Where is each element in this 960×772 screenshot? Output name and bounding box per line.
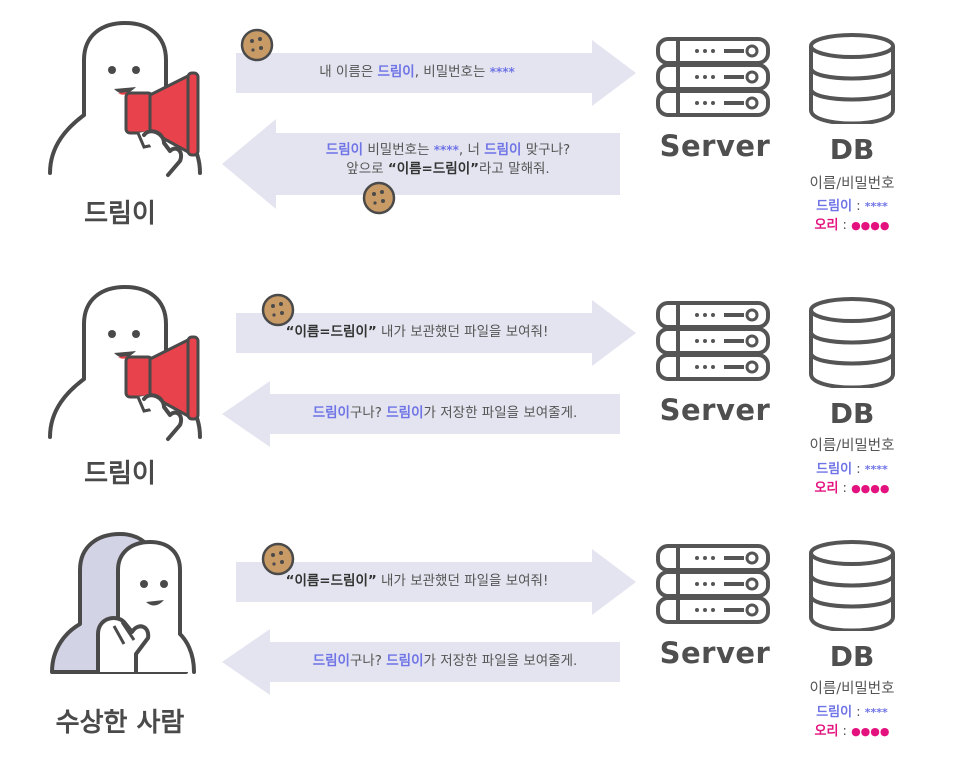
cookie-icon (362, 181, 396, 215)
character-name: 드림이 (84, 459, 156, 489)
db-subtitle: 이름/비밀번호 (809, 438, 895, 454)
response-arrow: 드림이 비밀번호는 ****, 너 드림이 맞구나? 앞으로 “이름=드림이”라… (218, 119, 624, 209)
response-message: 드림이 비밀번호는 ****, 너 드림이 맞구나? 앞으로 “이름=드림이”라… (325, 142, 571, 177)
database-icon (807, 296, 897, 390)
server-label: Server (659, 129, 771, 163)
database-icon (807, 539, 897, 633)
flow-row-3: 수상한 사람 “이름=드림이” 내가 보관했던 파일을 보여줘! 드림이구나? … (0, 522, 960, 772)
server-label: Server (659, 636, 771, 670)
suspicious-person-icon (50, 532, 196, 674)
db-label: DB (829, 397, 875, 430)
request-message: “이름=드림이” 내가 보관했던 파일을 보여줘! (285, 324, 549, 340)
db-entry: 오리 : ●●●● (814, 724, 890, 739)
request-arrow: “이름=드림이” 내가 보관했던 파일을 보여줘! (232, 549, 640, 615)
request-message: “이름=드림이” 내가 보관했던 파일을 보여줘! (285, 573, 549, 589)
db-entry: 드림이 : **** (816, 705, 888, 720)
database-icon (807, 32, 897, 126)
db-entry: 오리 : ●●●● (814, 218, 890, 233)
cookie-icon (261, 293, 295, 327)
request-arrow: 내 이름은 드림이, 비밀번호는 **** (232, 40, 640, 106)
megaphone-character-icon (48, 20, 202, 177)
db-subtitle: 이름/비밀번호 (809, 176, 895, 192)
server-icon (652, 299, 772, 381)
server-label: Server (659, 393, 771, 427)
flow-row-1: 드림이 내 이름은 드림이, 비밀번호는 **** 드림이 비밀번호는 ****… (0, 15, 960, 265)
db-label: DB (829, 133, 875, 166)
response-arrow: 드림이구나? 드림이가 저장한 파일을 보여줄게. (218, 629, 624, 695)
db-entry: 드림이 : **** (816, 199, 888, 214)
megaphone-icon (124, 335, 200, 421)
server-icon (652, 542, 772, 624)
db-label: DB (829, 640, 875, 673)
response-arrow: 드림이구나? 드림이가 저장한 파일을 보여줄게. (218, 381, 624, 447)
cookie-icon (261, 542, 295, 576)
db-entry: 드림이 : **** (816, 462, 888, 477)
character-name: 드림이 (84, 199, 156, 229)
db-subtitle: 이름/비밀번호 (809, 681, 895, 697)
character-suspicious (40, 522, 210, 697)
flow-row-2: 드림이 “이름=드림이” 내가 보관했던 파일을 보여줘! 드림이구나? 드림이… (0, 279, 960, 529)
response-message: 드림이구나? 드림이가 저장한 파일을 보여줄게. (312, 653, 578, 669)
cookie-icon (240, 28, 274, 62)
character-speaker (40, 15, 210, 190)
character-speaker (40, 279, 210, 454)
server-icon (652, 35, 772, 117)
character-name: 수상한 사람 (55, 708, 185, 738)
request-arrow: “이름=드림이” 내가 보관했던 파일을 보여줘! (232, 300, 640, 366)
db-entry: 오리 : ●●●● (814, 481, 890, 496)
response-message: 드림이구나? 드림이가 저장한 파일을 보여줄게. (312, 405, 578, 421)
megaphone-character-icon (48, 284, 202, 441)
request-message: 내 이름은 드림이, 비밀번호는 **** (319, 64, 515, 80)
